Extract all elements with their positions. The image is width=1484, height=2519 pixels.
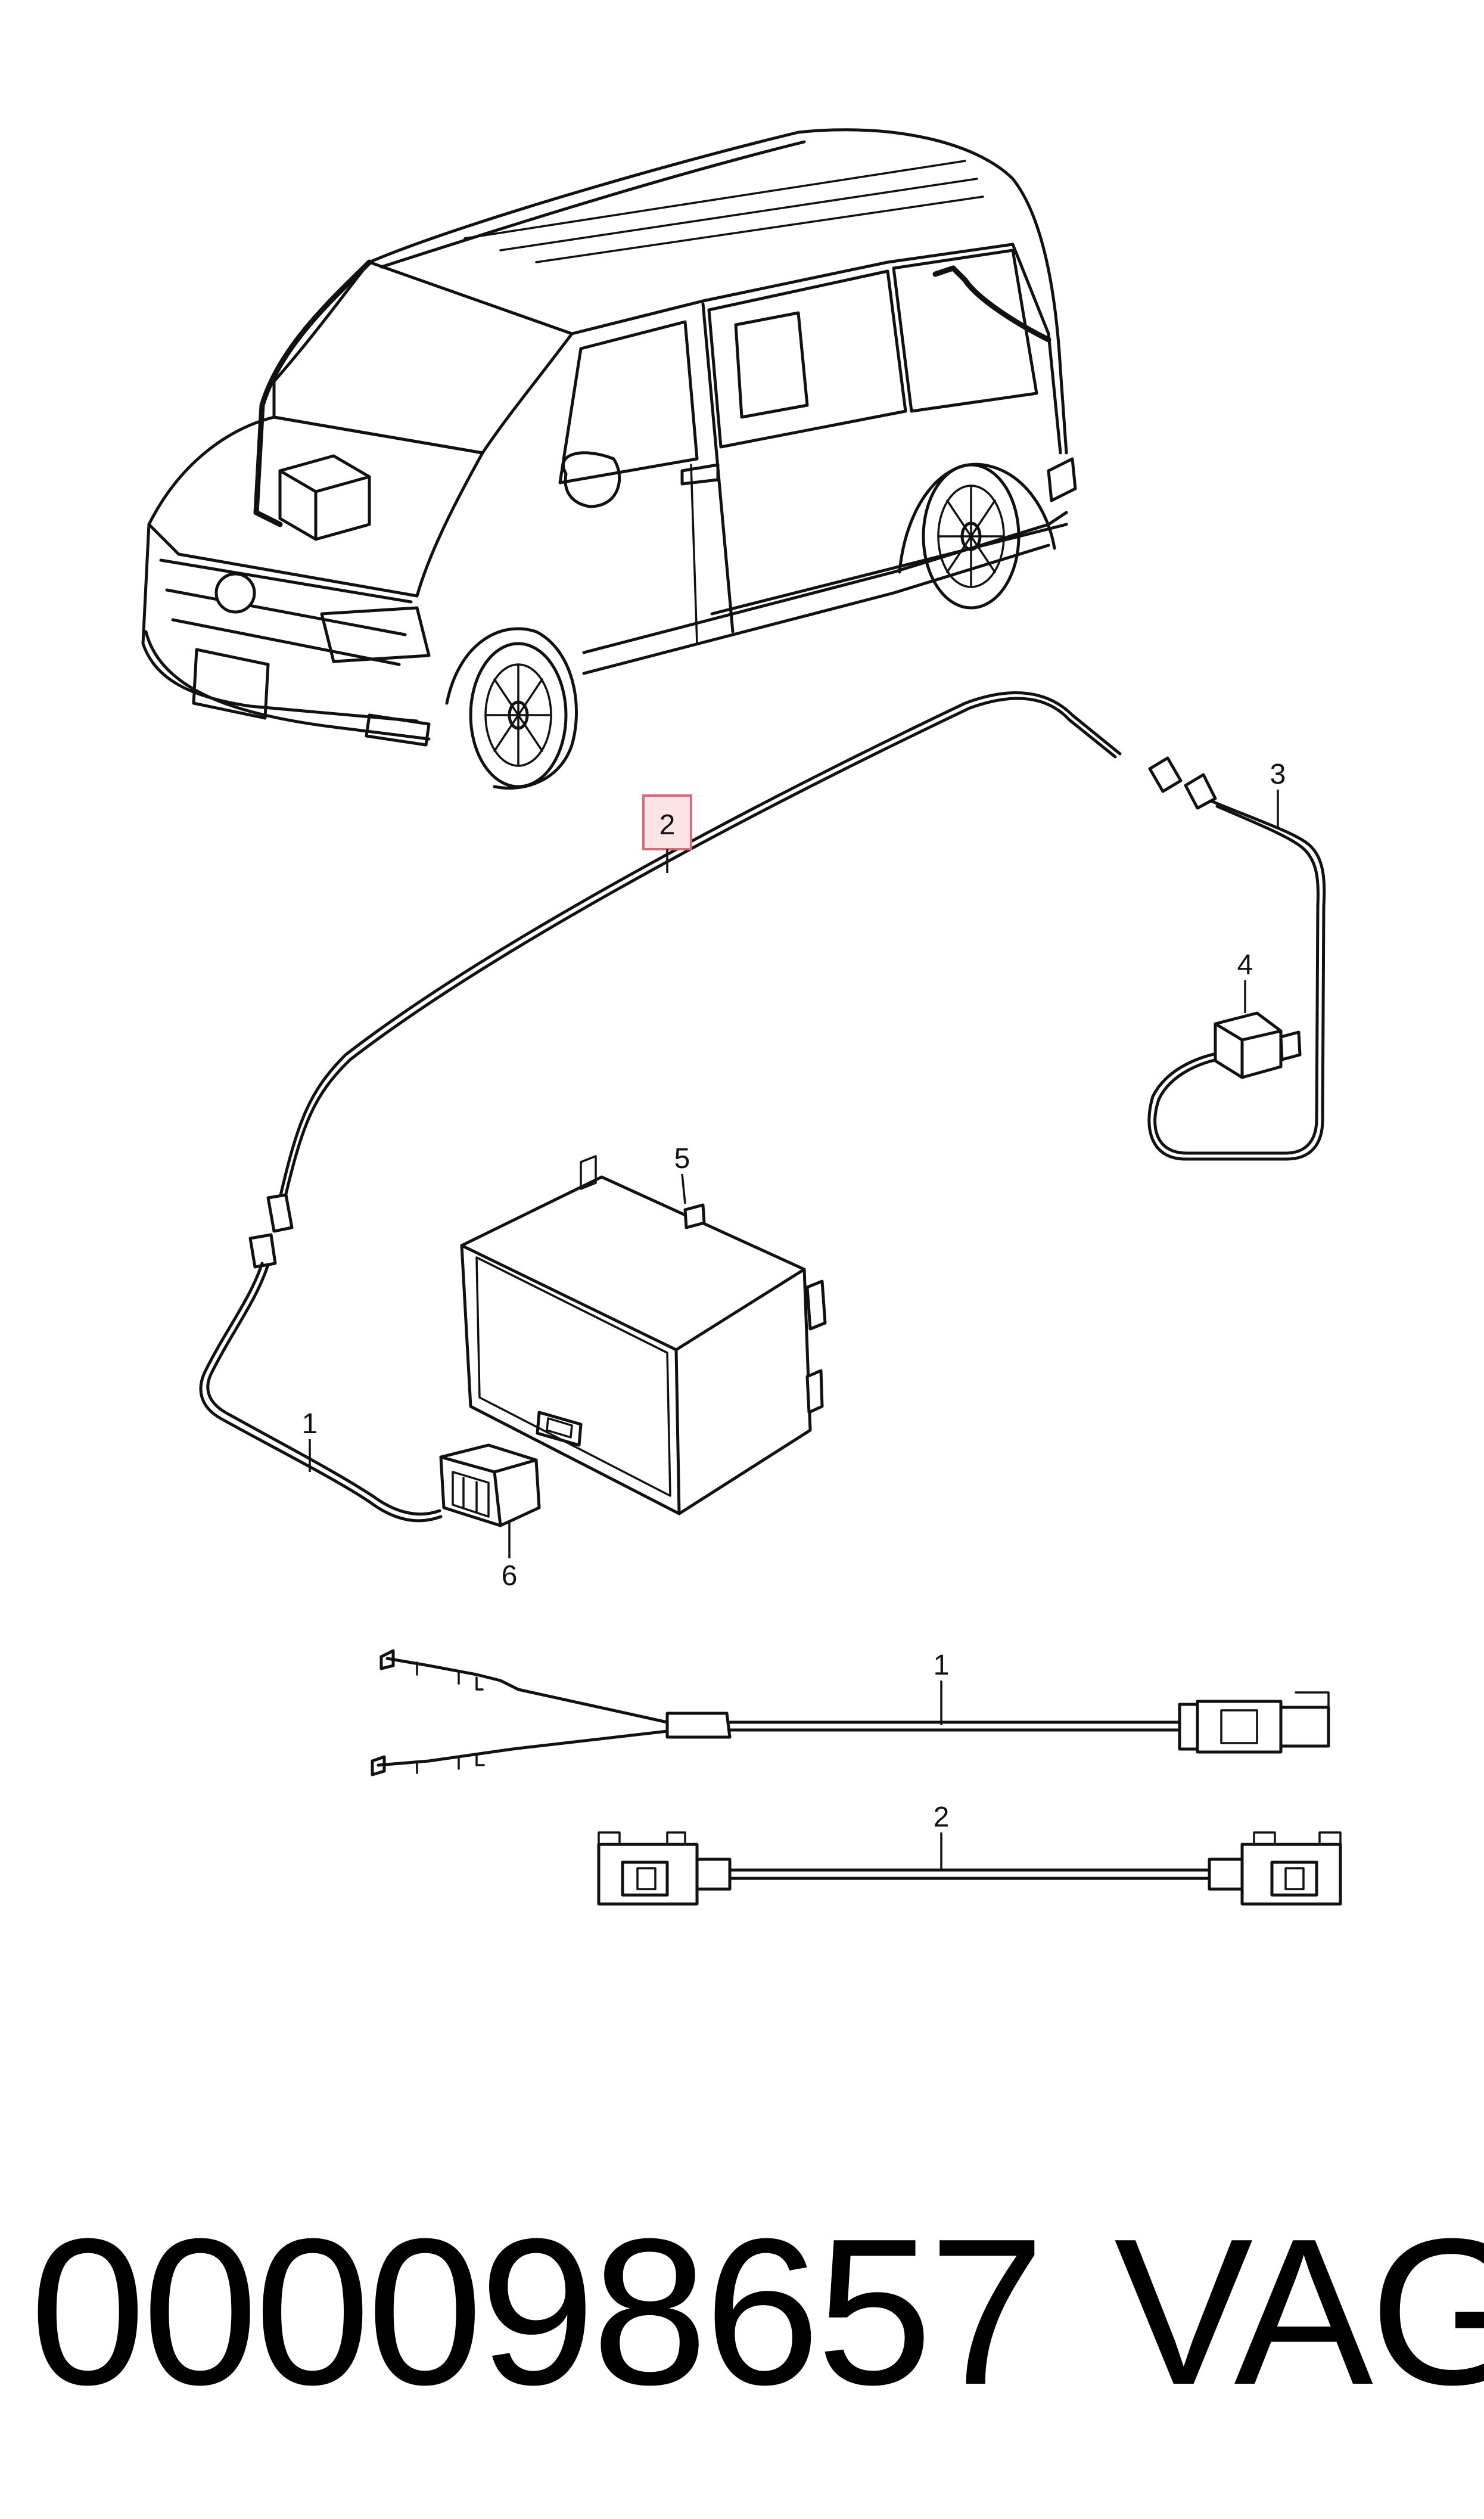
callout-4[interactable]: 4: [1237, 949, 1253, 981]
callout-4-label: 4: [1237, 949, 1253, 981]
callout-6-label: 6: [502, 1560, 518, 1592]
callout-1-lower[interactable]: 1: [934, 1650, 950, 1681]
van-illustration: [141, 128, 1077, 790]
callout-3-label: 3: [1270, 759, 1286, 790]
callout-3[interactable]: 3: [1270, 759, 1286, 790]
callout-2-lower[interactable]: 2: [934, 1801, 950, 1833]
brand-label: VAG: [1114, 2195, 1484, 2428]
part-number: 000098657: [30, 2195, 1045, 2428]
callout-2-lower-label: 2: [934, 1801, 950, 1833]
callout-1-upper[interactable]: 1: [302, 1408, 318, 1440]
callout-2-highlighted[interactable]: 2: [642, 794, 692, 850]
callout-1-upper-label: 1: [302, 1408, 318, 1440]
footer: 000098657 VAG: [30, 2195, 1484, 2428]
callout-2-upper-label: 2: [659, 809, 676, 841]
callout-5-label: 5: [674, 1143, 690, 1175]
cable-assembly: [199, 691, 1326, 1527]
callout-6[interactable]: 6: [502, 1560, 518, 1592]
callout-5[interactable]: 5: [674, 1143, 690, 1175]
cable-1-detail: [371, 1649, 1330, 1776]
callout-1-lower-label: 1: [934, 1650, 950, 1681]
cable-2-detail: [597, 1831, 1342, 1906]
